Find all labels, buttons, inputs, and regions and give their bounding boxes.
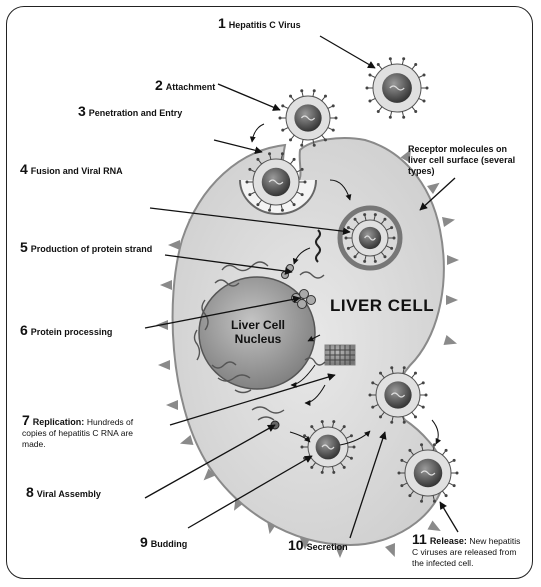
membrane-spike — [427, 183, 440, 194]
nucleus-label: Liver Cell Nucleus — [218, 318, 298, 346]
membrane-spike — [428, 521, 441, 532]
liver-cell-label: LIVER CELL — [330, 296, 434, 316]
virus-particle — [366, 57, 429, 118]
membrane-spike — [158, 360, 170, 370]
membrane-spike — [180, 435, 194, 445]
membrane-spike — [446, 295, 458, 305]
membrane-spike — [444, 335, 458, 345]
membrane-spike — [168, 240, 180, 250]
rna-replication-block — [325, 345, 355, 365]
membrane-spike — [160, 280, 172, 290]
membrane-spike — [166, 400, 178, 410]
membrane-spike — [442, 217, 455, 227]
membrane-spike — [385, 543, 395, 557]
receptor-molecules-label: Receptor molecules on liver cell surface… — [408, 144, 518, 177]
membrane-spike — [447, 255, 459, 265]
